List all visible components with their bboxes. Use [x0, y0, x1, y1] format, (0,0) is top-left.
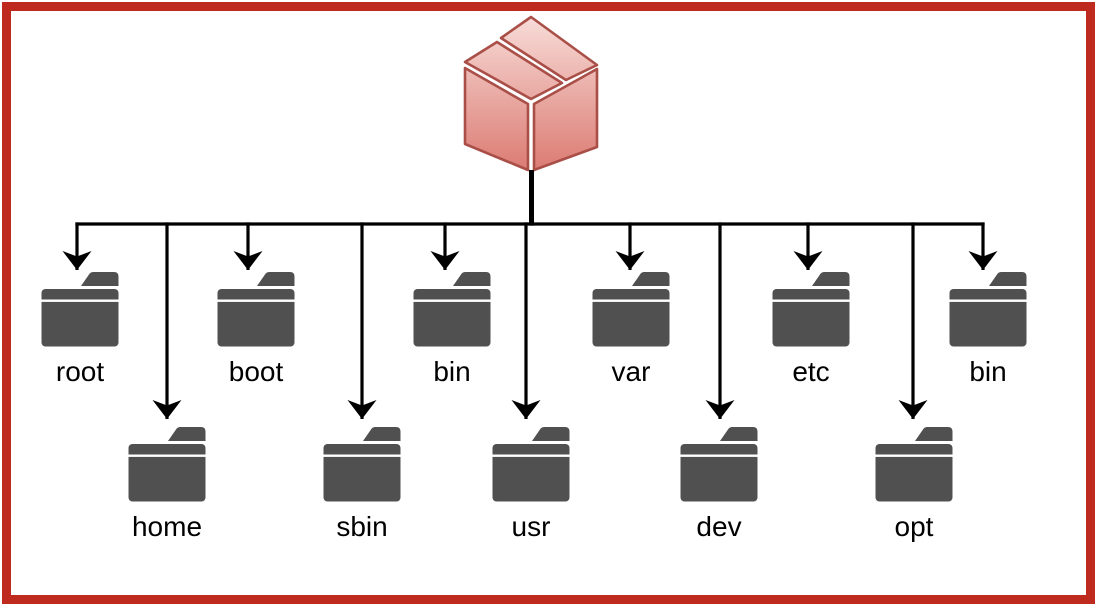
folder-label-usr: usr [511, 511, 551, 542]
folder-boot: boot [217, 272, 295, 387]
folder-root: root [41, 272, 119, 387]
folder-icon [680, 427, 758, 502]
folder-label-home: home [131, 511, 203, 542]
folder-sbin: sbin [323, 427, 401, 542]
folder-icon [217, 272, 295, 347]
box-face-right [532, 67, 599, 172]
box-flap-left [463, 40, 564, 101]
folder-label-bin2: bin [969, 356, 1007, 387]
folder-icon [772, 272, 850, 347]
folder-dev: dev [680, 427, 758, 542]
folder-icon [949, 272, 1027, 347]
box-flap-right [499, 15, 599, 82]
folder-var: var [592, 272, 670, 387]
folder-label-sbin: sbin [336, 511, 388, 542]
folder-label-boot: boot [228, 356, 284, 387]
folder-label-var: var [611, 356, 651, 387]
folder-usr: usr [492, 427, 570, 542]
folder-label-dev: dev [696, 511, 742, 542]
folder-icon [413, 272, 491, 347]
folder-icon [323, 427, 401, 502]
folder-label-root: root [55, 356, 105, 387]
folder-opt: opt [875, 427, 953, 542]
folder-bin2: bin [949, 272, 1027, 387]
folder-home: home [128, 427, 206, 542]
folder-label-bin: bin [433, 356, 471, 387]
folder-icon [875, 427, 953, 502]
folder-icon [41, 272, 119, 347]
folder-icon [492, 427, 570, 502]
box-face-left [463, 66, 530, 172]
folder-icon [592, 272, 670, 347]
folder-icon [128, 427, 206, 502]
folder-label-etc: etc [792, 356, 830, 387]
folder-etc: etc [772, 272, 850, 387]
folder-bin: bin [413, 272, 491, 387]
folder-label-opt: opt [894, 511, 934, 542]
package-box-icon [463, 15, 599, 172]
